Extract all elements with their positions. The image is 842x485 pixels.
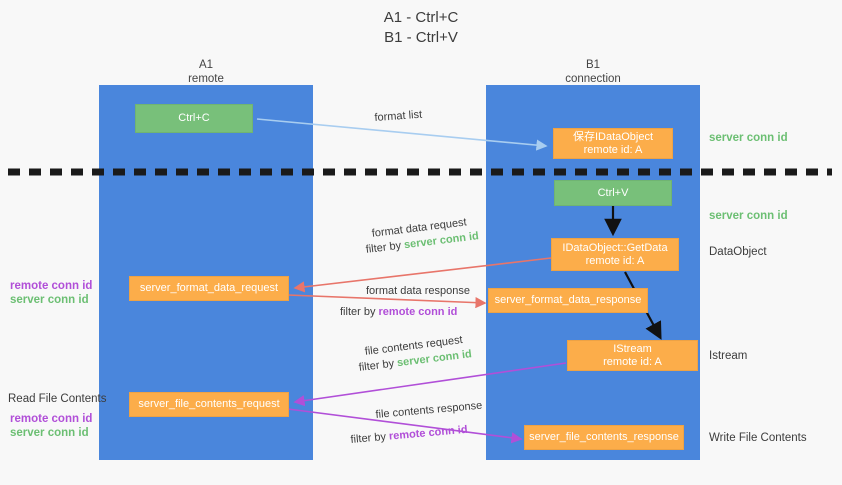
- arrow-format-data-request: [293, 257, 552, 293]
- label-dataobject: DataObject: [709, 246, 767, 258]
- box-ctrl-c[interactable]: Ctrl+C: [135, 104, 253, 133]
- box-server-format-data-response[interactable]: server_format_data_response: [488, 288, 648, 313]
- box-ctrl-v-line1: Ctrl+V: [597, 186, 629, 199]
- box-istream[interactable]: IStream remote id: A: [567, 340, 698, 371]
- edge-label-format-data-response-line2: filter by remote conn id: [340, 305, 457, 320]
- arrow-format-data-response: [287, 294, 487, 309]
- edge-label-format-data-response-line1: format data response: [366, 285, 470, 297]
- column-a1-name: A1: [198, 59, 214, 71]
- edge-label-fdres-emph: remote conn id: [378, 306, 458, 318]
- label-read-file-contents: Read File Contents: [8, 393, 107, 405]
- title-line-1: A1 - Ctrl+C: [383, 9, 459, 26]
- box-server-file-contents-response-line1: server_file_contents_response: [529, 431, 679, 443]
- box-save-idataobject-line2: remote id: A: [583, 143, 643, 156]
- label-server-conn-id-3: server conn id: [10, 294, 89, 306]
- arrow-file-contents-request: [293, 362, 567, 407]
- box-server-format-data-request-line1: server_format_data_request: [139, 282, 279, 294]
- box-istream-line2: remote id: A: [603, 355, 662, 368]
- page-title: A1 - Ctrl+C B1 - Ctrl+V: [0, 8, 842, 48]
- column-b1-sub: connection: [565, 73, 621, 85]
- box-server-file-contents-response[interactable]: server_file_contents_response: [524, 425, 684, 450]
- box-idataobject-getdata-line1: IDataObject::GetData: [562, 241, 668, 254]
- edge-label-fcres-prefix: filter by: [350, 430, 390, 446]
- column-header-a1: A1 remote: [116, 58, 296, 86]
- box-save-idataobject[interactable]: 保存IDataObject remote id: A: [553, 128, 673, 159]
- box-server-file-contents-request-line1: server_file_contents_request: [138, 398, 280, 410]
- column-header-b1: B1 connection: [503, 58, 683, 86]
- box-server-file-contents-request[interactable]: server_file_contents_request: [129, 392, 289, 417]
- box-server-format-data-response-line1: server_format_data_response: [494, 294, 642, 306]
- column-a1-sub: remote: [188, 73, 224, 85]
- label-server-conn-id-2: server conn id: [709, 210, 788, 222]
- box-istream-line1: IStream: [613, 342, 652, 355]
- box-save-idataobject-line1: 保存IDataObject: [572, 130, 654, 143]
- column-b1-name: B1: [585, 59, 601, 71]
- label-write-file-contents: Write File Contents: [709, 432, 807, 444]
- box-idataobject-getdata[interactable]: IDataObject::GetData remote id: A: [551, 238, 679, 271]
- edge-label-fcreq-prefix: filter by: [358, 357, 398, 374]
- edge-label-fdres-prefix: filter by: [340, 306, 379, 318]
- arrow-format-list: [256, 118, 548, 151]
- arrow-file-contents-response: [287, 408, 523, 444]
- label-remote-conn-id-1: remote conn id: [10, 280, 93, 292]
- label-server-conn-id-1: server conn id: [709, 132, 788, 144]
- label-server-conn-id-4: server conn id: [10, 427, 89, 439]
- title-line-2: B1 - Ctrl+V: [384, 29, 458, 46]
- box-ctrl-v[interactable]: Ctrl+V: [554, 180, 672, 206]
- box-ctrl-c-line1: Ctrl+C: [178, 112, 210, 124]
- edge-label-fdreq-prefix: filter by: [365, 239, 405, 256]
- box-idataobject-getdata-line2: remote id: A: [585, 254, 645, 267]
- label-istream: Istream: [709, 350, 748, 362]
- box-server-format-data-request[interactable]: server_format_data_request: [129, 276, 289, 301]
- label-remote-conn-id-2: remote conn id: [10, 413, 93, 425]
